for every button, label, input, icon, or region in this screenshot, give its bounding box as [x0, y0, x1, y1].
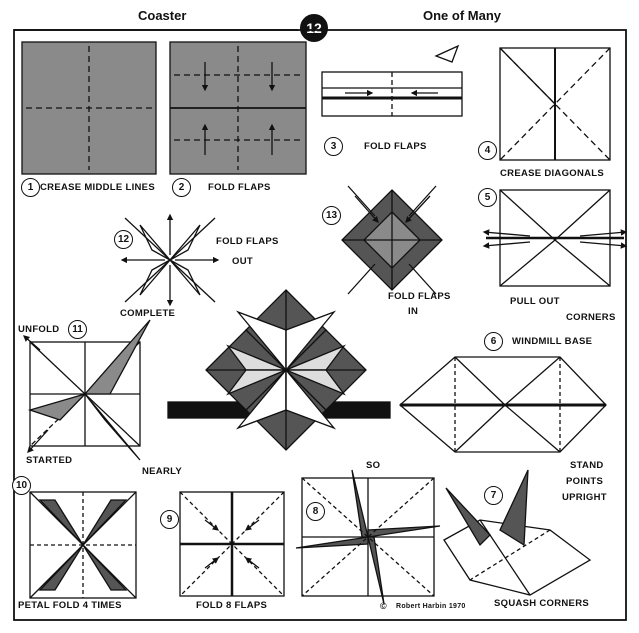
step5-label-line2: CORNERS: [566, 312, 616, 323]
step1-diagram: [21, 41, 157, 175]
step13-label-line2: IN: [408, 306, 419, 317]
step11-label-nearly: NEARLY: [142, 466, 182, 477]
step6-diagram: [399, 356, 607, 453]
step8-label: SO: [366, 460, 381, 471]
step11-number: 11: [68, 320, 87, 339]
step4-label: CREASE DIAGONALS: [500, 168, 605, 179]
step12-label-complete: COMPLETE: [120, 308, 176, 319]
step9-diagram: [179, 491, 285, 597]
step3-number: 3: [324, 137, 343, 156]
step5-label-line1: PULL OUT: [510, 296, 560, 307]
step10-label: PETAL FOLD 4 TIMES: [18, 600, 122, 611]
step8-diagram: [295, 469, 441, 605]
step2-label: FOLD FLAPS: [208, 182, 271, 193]
step3-diagram: [321, 44, 463, 117]
step6-number: 6: [484, 332, 503, 351]
step1-number: 1: [21, 178, 40, 197]
step12-diagram: [120, 213, 220, 307]
page-frame: [13, 29, 627, 621]
stand-line2: POINTS: [566, 476, 604, 487]
left-title: Coaster: [138, 8, 187, 23]
page-number-badge: 12: [300, 14, 328, 42]
step12-label-line1: FOLD FLAPS: [216, 236, 279, 247]
step3-label: FOLD FLAPS: [364, 141, 427, 152]
step6-label: WINDMILL BASE: [512, 336, 593, 347]
step7-number: 7: [484, 486, 503, 505]
stand-line3: UPRIGHT: [562, 492, 607, 503]
step1-label: CREASE MIDDLE LINES: [40, 182, 155, 193]
step13-number: 13: [322, 206, 341, 225]
step11-diagram: [23, 319, 151, 461]
step10-number: 10: [12, 476, 31, 495]
step5-number: 5: [478, 188, 497, 207]
step13-label-line1: FOLD FLAPS: [388, 291, 451, 302]
step9-number: 9: [160, 510, 179, 529]
step5-diagram: [482, 189, 628, 287]
step7-label: SQUASH CORNERS: [494, 598, 589, 609]
finished-coaster: [167, 289, 391, 451]
step2-diagram: [169, 41, 307, 175]
step11-label-unfold: UNFOLD: [18, 324, 60, 335]
step7-diagram: [443, 469, 592, 596]
stand-line1: STAND: [570, 460, 604, 471]
step4-number: 4: [478, 141, 497, 160]
step12-label-line2: OUT: [232, 256, 253, 267]
step12-number: 12: [114, 230, 133, 249]
step2-number: 2: [172, 178, 191, 197]
copyright-text: Robert Harbin 1970: [396, 603, 466, 610]
copyright-symbol: ©: [380, 601, 387, 611]
step13-diagram: [341, 185, 443, 295]
step10-diagram: [29, 491, 137, 599]
step8-number: 8: [306, 502, 325, 521]
right-title: One of Many: [423, 8, 502, 23]
step9-label: FOLD 8 FLAPS: [196, 600, 268, 611]
step4-diagram: [499, 47, 611, 161]
step11-label-started: STARTED: [26, 455, 73, 466]
